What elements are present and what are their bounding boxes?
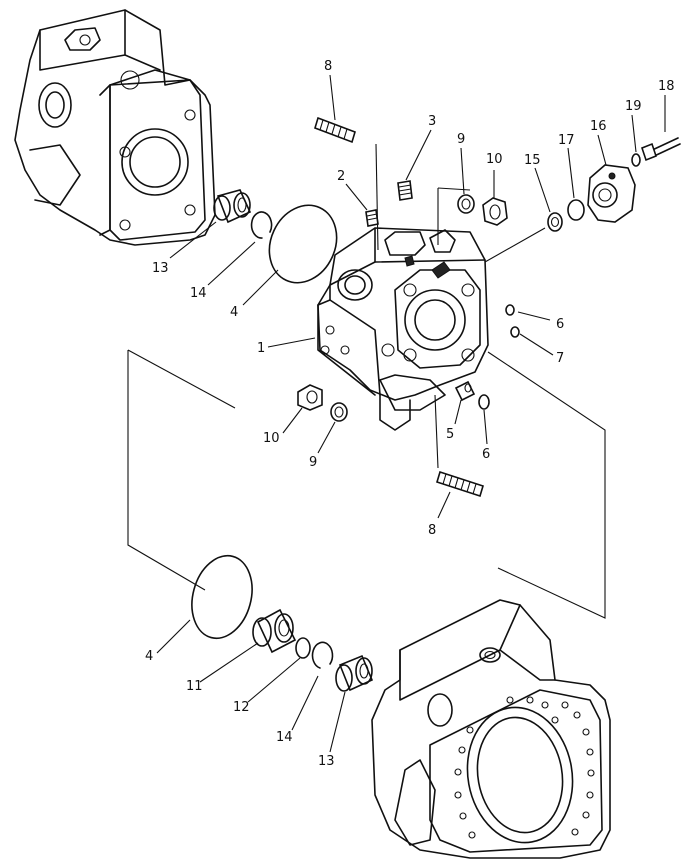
part-5-pin [454,380,476,402]
label-18: 18 [658,79,675,94]
part-labels: 18 19 16 17 15 10 9 3 8 2 13 14 4 1 6 7 … [145,59,675,769]
part-10-nut-lower [297,384,323,411]
part-14-snap-ring-lower [311,641,334,669]
label-4-upper: 4 [230,305,238,320]
part-18-bolt [641,137,681,162]
part-6-o-ring-upper [505,304,515,316]
part-16-cover [587,164,636,223]
part-4-o-ring-upper [268,204,338,284]
label-6-lower: 6 [482,447,490,462]
label-14-lower: 14 [276,730,293,745]
part-15-bushing [547,212,563,232]
label-14-upper: 14 [190,286,207,301]
label-13-lower: 13 [318,754,335,769]
label-leaders [156,74,666,753]
valve-body [317,227,489,431]
part-3-plug [397,180,413,201]
label-11: 11 [186,679,203,694]
label-15: 15 [524,153,541,168]
label-5: 5 [446,427,454,442]
assembly-lines [127,143,606,619]
part-17-o-ring [567,199,585,221]
label-12: 12 [233,700,250,715]
label-6-upper: 6 [556,317,564,332]
part-2-plug [365,209,379,227]
label-9-lower: 9 [309,455,317,470]
label-3: 3 [428,114,436,129]
part-13-bearing-lower [335,654,374,692]
part-14-snap-ring-upper [250,211,273,239]
part-9-washer-upper [457,194,475,214]
label-8-upper: 8 [324,59,332,74]
label-9-upper: 9 [457,132,465,147]
pump-housing-upper [14,9,216,246]
label-19: 19 [625,99,642,114]
label-10-lower: 10 [263,431,280,446]
part-13-bearing-upper [213,189,252,224]
part-10-nut-upper [482,197,508,226]
label-4-lower: 4 [145,649,153,664]
label-10-upper: 10 [486,152,503,167]
label-7: 7 [556,351,564,366]
part-7-o-ring [510,326,520,338]
pump-housing-lower [371,599,611,859]
label-8-lower: 8 [428,523,436,538]
part-4-o-ring-lower [191,554,253,640]
part-19-washer [631,153,641,167]
part-12-ring [295,637,311,659]
part-6-o-ring-lower [478,394,490,410]
label-17: 17 [558,133,575,148]
part-8-stud-upper [314,116,356,144]
label-16: 16 [590,119,607,134]
part-9-washer-lower [330,402,348,422]
part-11-sleeve [252,608,297,654]
label-1: 1 [257,341,265,356]
label-2: 2 [337,169,345,184]
part-8-stud-lower [436,470,484,498]
label-13-upper: 13 [152,261,169,276]
